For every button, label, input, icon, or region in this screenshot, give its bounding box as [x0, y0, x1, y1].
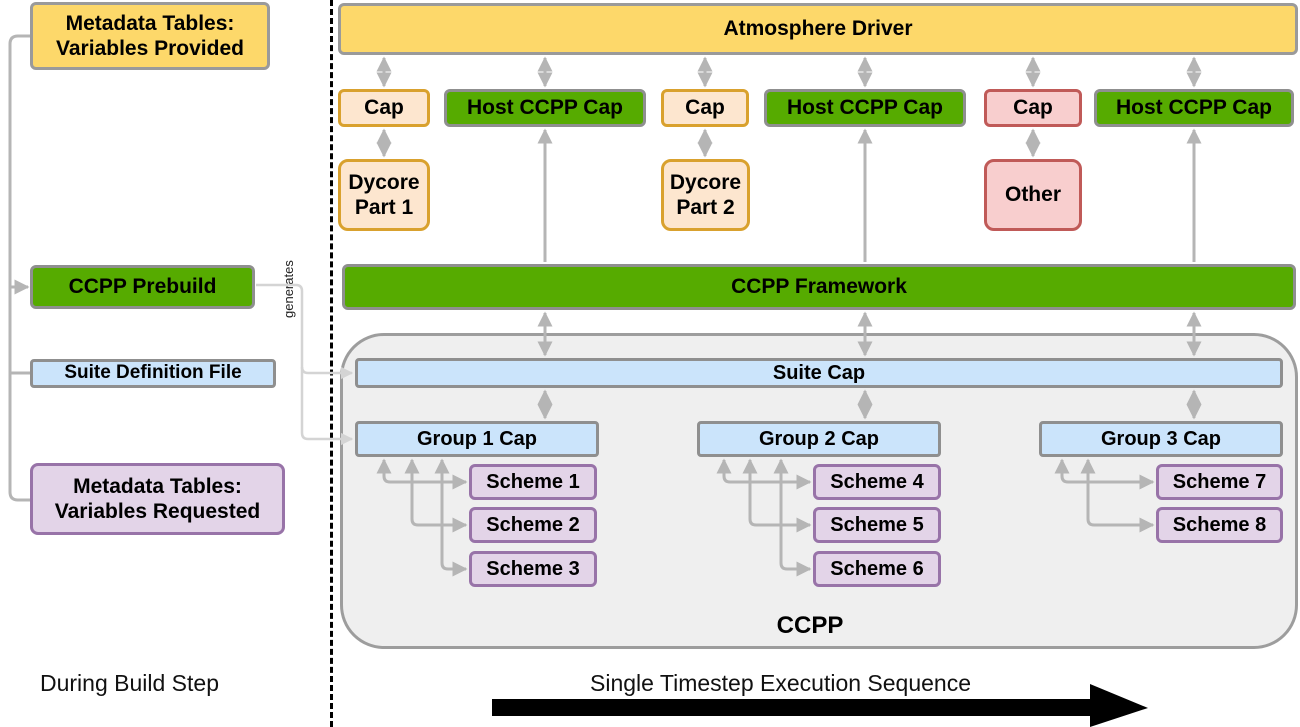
dycore-part-1-box: Dycore Part 1 — [338, 159, 430, 231]
component-line1: Other — [1004, 183, 1061, 207]
cap-label: Cap — [364, 96, 404, 120]
scheme-label: Scheme 7 — [1172, 471, 1267, 493]
metadata-requested-line2: Variables Requested — [54, 500, 261, 523]
ccpp-framework-label: CCPP Framework — [731, 275, 907, 299]
other-cap: Cap — [984, 89, 1082, 127]
g1-scheme2-connector — [404, 458, 468, 533]
scheme-label: Scheme 8 — [1172, 514, 1267, 536]
scheme-3-box: Scheme 3 — [469, 551, 597, 587]
execution-sequence-arrow — [492, 684, 1148, 727]
scheme-8-box: Scheme 8 — [1156, 507, 1283, 543]
cap-label: Host CCPP Cap — [1116, 96, 1272, 120]
host-ccpp-cap-2: Host CCPP Cap — [764, 89, 966, 127]
scheme-2-box: Scheme 2 — [469, 507, 597, 543]
g1-scheme1-connector — [376, 458, 468, 490]
scheme-1-box: Scheme 1 — [469, 464, 597, 500]
build-bracket-connector — [8, 34, 30, 502]
group-cap-label: Group 3 Cap — [1100, 428, 1221, 450]
dycore-part-2-box: Dycore Part 2 — [661, 159, 750, 231]
ccpp-framework-box: CCPP Framework — [342, 264, 1296, 310]
g2-scheme5-connector — [742, 458, 812, 533]
scheme-5-box: Scheme 5 — [813, 507, 941, 543]
metadata-provided-line2: Variables Provided — [56, 37, 244, 60]
suite-definition-file-label: Suite Definition File — [64, 362, 242, 384]
suite-cap-box: Suite Cap — [355, 358, 1283, 388]
scheme-label: Scheme 6 — [830, 558, 924, 580]
ccpp-prebuild-box: CCPP Prebuild — [30, 265, 255, 309]
dycore-cap-1: Cap — [338, 89, 430, 127]
scheme-label: Scheme 1 — [486, 471, 580, 493]
atmosphere-driver-label: Atmosphere Driver — [723, 17, 913, 41]
component-line2: Part 1 — [354, 196, 414, 219]
group-1-cap-box: Group 1 Cap — [355, 421, 599, 457]
suite-definition-file-box: Suite Definition File — [30, 359, 276, 388]
metadata-tables-requested-box: Metadata Tables: Variables Requested — [30, 463, 285, 535]
metadata-tables-provided-box: Metadata Tables: Variables Provided — [30, 2, 270, 70]
scheme-label: Scheme 3 — [486, 558, 580, 580]
during-build-step-label: During Build Step — [40, 670, 219, 696]
cap-label: Host CCPP Cap — [787, 96, 943, 120]
scheme-6-box: Scheme 6 — [813, 551, 941, 587]
g2-scheme6-connector — [773, 458, 812, 577]
metadata-requested-line1: Metadata Tables: — [73, 474, 242, 498]
cap-label: Cap — [685, 96, 725, 120]
cap-label: Host CCPP Cap — [467, 96, 623, 120]
scheme-label: Scheme 5 — [830, 514, 924, 536]
g3-scheme8-connector — [1080, 458, 1155, 533]
execution-sequence-label: Single Timestep Execution Sequence — [590, 670, 972, 696]
g3-scheme7-connector — [1054, 458, 1155, 490]
metadata-provided-line1: Metadata Tables: — [65, 11, 235, 35]
cap-label: Cap — [1013, 96, 1053, 120]
group-2-cap-box: Group 2 Cap — [697, 421, 941, 457]
group-cap-label: Group 1 Cap — [416, 428, 537, 450]
group-cap-label: Group 2 Cap — [758, 428, 879, 450]
other-component-box: Other — [984, 159, 1082, 231]
ccpp-container-label: CCPP — [776, 612, 844, 639]
build-runtime-divider — [330, 0, 333, 727]
generates-suite-connector — [300, 366, 354, 380]
scheme-4-box: Scheme 4 — [813, 464, 941, 500]
scheme-label: Scheme 4 — [830, 471, 924, 493]
atmosphere-driver-box: Atmosphere Driver — [338, 3, 1298, 55]
group-3-cap-box: Group 3 Cap — [1039, 421, 1283, 457]
scheme-7-box: Scheme 7 — [1156, 464, 1283, 500]
component-line2: Part 2 — [676, 196, 735, 219]
dycore-cap-2: Cap — [661, 89, 749, 127]
g1-scheme3-connector — [434, 458, 468, 577]
g2-scheme4-connector — [716, 458, 812, 490]
component-line1: Dycore — [669, 170, 742, 194]
component-line1: Dycore — [348, 170, 420, 194]
host-ccpp-cap-1: Host CCPP Cap — [444, 89, 646, 127]
host-ccpp-cap-3: Host CCPP Cap — [1094, 89, 1294, 127]
suite-cap-label: Suite Cap — [772, 362, 866, 384]
ccpp-prebuild-label: CCPP Prebuild — [68, 275, 217, 299]
generates-connector — [256, 283, 354, 446]
scheme-label: Scheme 2 — [486, 514, 580, 536]
